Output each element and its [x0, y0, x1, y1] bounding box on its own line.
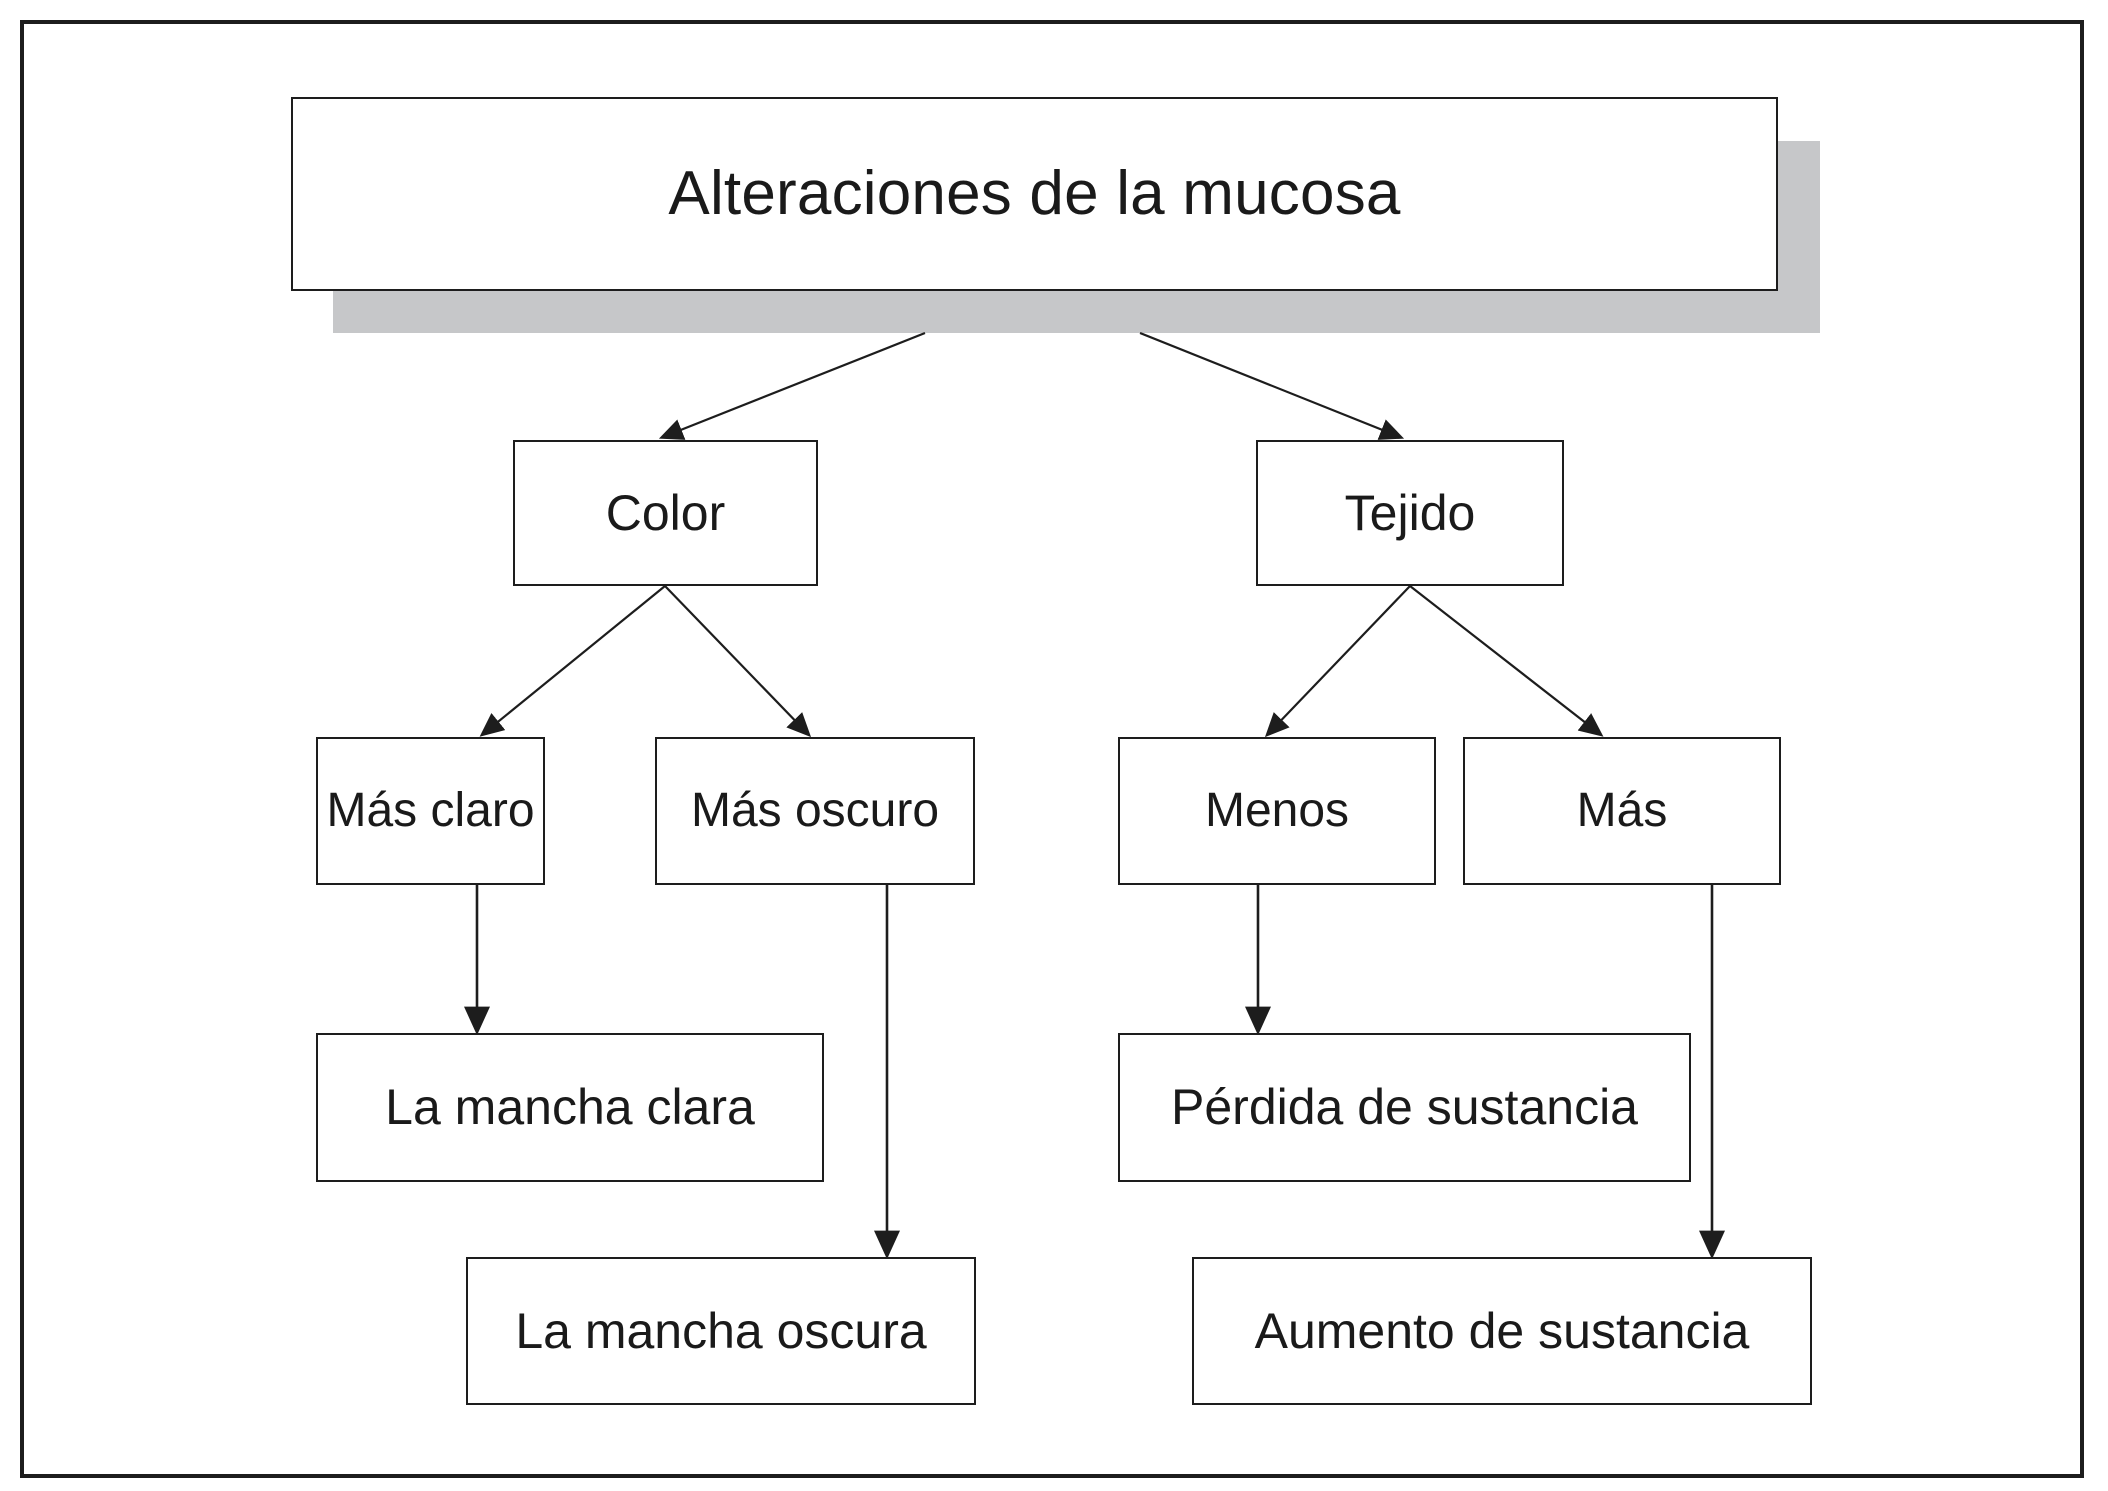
- node-label: Color: [605, 484, 726, 541]
- node-alteraciones-de-la-mucosa[interactable]: Alteraciones de la mucosa: [291, 97, 1778, 291]
- node-menos[interactable]: Menos: [1118, 737, 1436, 885]
- node-label: Menos: [1204, 783, 1350, 837]
- node-label: Tejido: [1344, 484, 1476, 541]
- node-mas[interactable]: Más: [1463, 737, 1781, 885]
- node-la-mancha-oscura[interactable]: La mancha oscura: [466, 1257, 976, 1405]
- node-label: Más oscuro: [690, 783, 940, 837]
- node-label: Pérdida de sustancia: [1171, 1079, 1638, 1135]
- node-label: La mancha oscura: [515, 1302, 927, 1359]
- node-label: Aumento de sustancia: [1254, 1302, 1750, 1359]
- node-la-mancha-clara[interactable]: La mancha clara: [316, 1033, 824, 1182]
- node-label: Alteraciones de la mucosa: [668, 158, 1401, 228]
- node-mas-claro[interactable]: Más claro: [316, 737, 545, 885]
- title-shadow-bottom: [333, 291, 1820, 333]
- node-tejido[interactable]: Tejido: [1256, 440, 1564, 586]
- node-aumento-de-sustancia[interactable]: Aumento de sustancia: [1192, 1257, 1812, 1405]
- node-perdida-de-sustancia[interactable]: Pérdida de sustancia: [1118, 1033, 1691, 1182]
- node-color[interactable]: Color: [513, 440, 818, 586]
- node-mas-oscuro[interactable]: Más oscuro: [655, 737, 975, 885]
- diagram-frame-border: [20, 20, 2084, 1478]
- node-label: Más: [1576, 783, 1668, 837]
- node-label: La mancha clara: [385, 1079, 755, 1135]
- node-label: Más claro: [326, 783, 535, 837]
